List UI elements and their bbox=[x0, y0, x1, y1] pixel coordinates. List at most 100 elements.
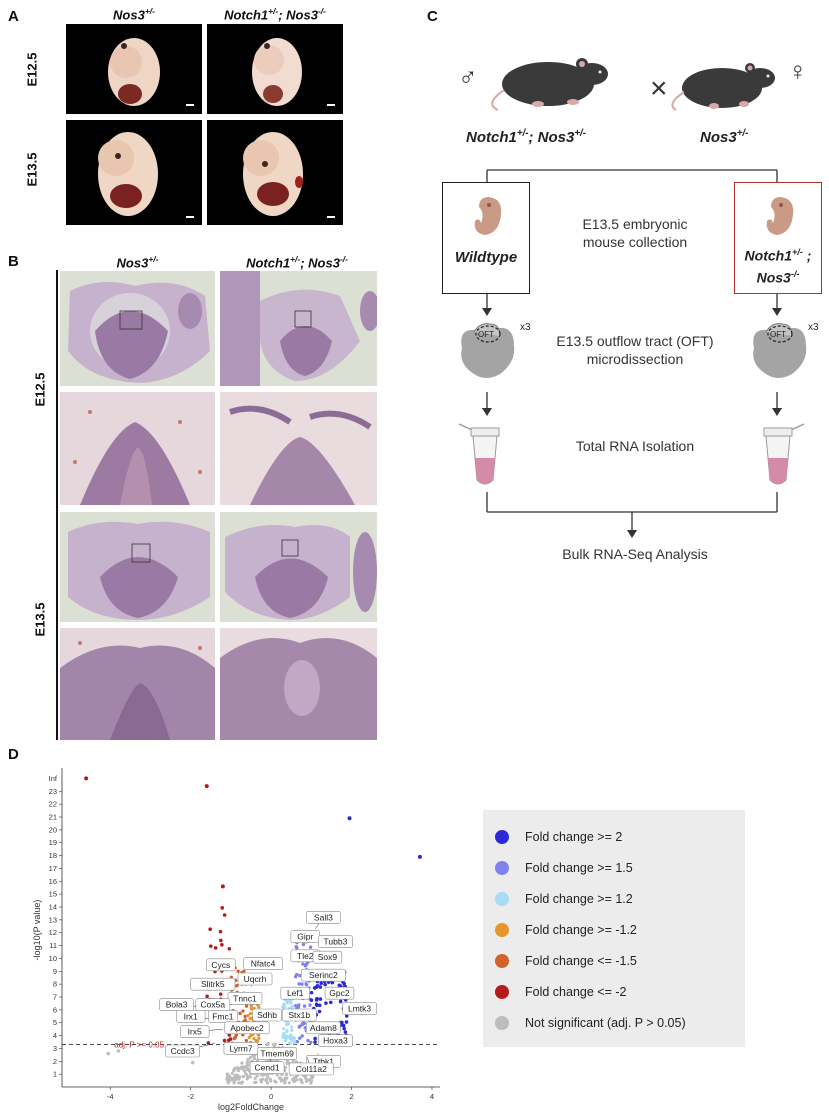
data-point bbox=[213, 946, 218, 950]
data-point bbox=[243, 1014, 247, 1019]
data-point bbox=[284, 1072, 289, 1076]
data-point bbox=[297, 982, 301, 986]
data-point bbox=[266, 1041, 270, 1045]
data-point bbox=[304, 982, 308, 986]
y-tick-label: 20 bbox=[49, 825, 57, 834]
data-point bbox=[282, 1003, 286, 1008]
gene-label-box bbox=[318, 1034, 353, 1048]
data-point bbox=[240, 1061, 244, 1065]
data-point bbox=[301, 942, 306, 947]
female-symbol: ♀ bbox=[788, 56, 808, 86]
legend-swatch bbox=[495, 1016, 509, 1030]
y-tick-label: 15 bbox=[49, 890, 57, 899]
data-point bbox=[343, 1030, 348, 1034]
y-axis-label: -log10(P value) bbox=[32, 900, 42, 961]
gene-label-box bbox=[224, 1021, 270, 1035]
data-point bbox=[292, 1041, 296, 1045]
gene-label: Col11a2 bbox=[296, 1064, 327, 1074]
data-point bbox=[244, 1004, 249, 1008]
data-point bbox=[330, 980, 335, 985]
data-point bbox=[253, 1076, 257, 1080]
data-point bbox=[230, 1071, 234, 1076]
y-tick-label: 19 bbox=[49, 838, 57, 847]
legend-label: Fold change >= 1.5 bbox=[525, 861, 633, 875]
female-genotype: Nos3+/- bbox=[700, 128, 749, 146]
threshold-label: adj. P >= 0.05 bbox=[114, 1041, 164, 1050]
legend-label: Fold change >= 1.2 bbox=[525, 892, 633, 906]
embryo-photo-control-e12 bbox=[66, 24, 202, 114]
y-tick-label: 1 bbox=[53, 1070, 57, 1079]
panel-b-col-header-2: Notch1+/-; Nos3-/- bbox=[246, 254, 348, 271]
gene-label: Tle2 bbox=[297, 951, 314, 961]
y-tick-label: 23 bbox=[49, 787, 57, 796]
data-point bbox=[300, 982, 304, 986]
gene-label-box bbox=[288, 1062, 334, 1076]
legend-swatch bbox=[495, 892, 509, 906]
x-tick-label: -2 bbox=[187, 1092, 194, 1101]
gene-label-box bbox=[243, 957, 283, 970]
gene-label: Irx5 bbox=[188, 1027, 202, 1037]
y-tick-label: 13 bbox=[49, 915, 57, 924]
data-point bbox=[242, 969, 246, 973]
data-point bbox=[306, 1038, 310, 1043]
data-point bbox=[287, 1081, 291, 1085]
data-point bbox=[337, 983, 342, 988]
embryo-icon-mutant bbox=[766, 197, 794, 235]
data-point bbox=[256, 1033, 260, 1037]
data-point bbox=[206, 1041, 211, 1045]
data-point bbox=[288, 1001, 292, 1005]
y-tick-label: 9 bbox=[53, 967, 57, 976]
data-point bbox=[255, 1058, 260, 1063]
data-point bbox=[323, 982, 327, 987]
data-point bbox=[241, 1075, 245, 1079]
data-point bbox=[293, 1003, 298, 1008]
gene-label: Tubb3 bbox=[324, 937, 348, 947]
panel-a-col-header-1: Nos3+/- bbox=[113, 6, 155, 23]
y-tick-label: 17 bbox=[49, 864, 57, 873]
data-point bbox=[219, 938, 223, 943]
data-point bbox=[232, 1068, 236, 1073]
panel-a-row-e12: E12.5 bbox=[24, 52, 40, 87]
gene-label: Hoxa3 bbox=[323, 1036, 348, 1046]
data-point bbox=[218, 929, 223, 934]
panel-a-row-e13: E13.5 bbox=[24, 152, 40, 187]
data-point bbox=[283, 1065, 288, 1069]
data-point bbox=[258, 1078, 263, 1082]
y-tick-label: 5 bbox=[53, 1018, 57, 1027]
tube-icon-mutant bbox=[763, 423, 805, 485]
data-point bbox=[328, 1000, 333, 1005]
gene-label-box bbox=[237, 972, 273, 986]
gene-label: Fmc1 bbox=[212, 1011, 234, 1021]
data-point bbox=[290, 1028, 294, 1032]
data-point bbox=[257, 1036, 261, 1040]
panel-a-col-header-2: Notch1+/-; Nos3-/- bbox=[224, 6, 326, 23]
data-point bbox=[293, 1079, 297, 1083]
gene-label: Apobec2 bbox=[230, 1023, 264, 1033]
heart-icon-mutant: OFT bbox=[753, 323, 807, 378]
gene-label: Irx1 bbox=[184, 1011, 198, 1021]
embryo-photo-control-e13 bbox=[66, 120, 202, 225]
mutant-label: Notch1+/- ; Nos3-/- bbox=[744, 247, 812, 286]
legend-swatch bbox=[495, 985, 509, 999]
data-point bbox=[296, 1005, 301, 1009]
data-point bbox=[298, 973, 302, 978]
data-point bbox=[342, 1026, 346, 1031]
gene-label-box bbox=[206, 958, 236, 972]
data-point bbox=[205, 994, 209, 999]
male-genotype: Notch1+/-; Nos3+/- bbox=[466, 128, 586, 146]
data-point bbox=[106, 1051, 111, 1056]
data-point bbox=[241, 1009, 245, 1013]
volcano-plot: 1234567891011121314151617181920212223Inf… bbox=[32, 768, 440, 1112]
panel-d-letter: D bbox=[8, 746, 19, 763]
data-point bbox=[308, 945, 313, 949]
panel-b-row-divider-line bbox=[56, 270, 58, 740]
wildtype-label: Wildtype bbox=[454, 249, 518, 266]
mutant-box: Notch1+/- ; Nos3-/- bbox=[734, 182, 822, 294]
legend-swatch bbox=[495, 861, 509, 875]
gene-label: Slitrk5 bbox=[201, 979, 225, 989]
histology-control-e13-overview bbox=[60, 512, 215, 622]
legend-label: Fold change <= -1.5 bbox=[525, 954, 637, 968]
step-bulk-rnaseq: Bulk RNA-Seq Analysis bbox=[562, 546, 708, 562]
data-point bbox=[249, 1007, 254, 1011]
data-point bbox=[298, 1036, 302, 1040]
